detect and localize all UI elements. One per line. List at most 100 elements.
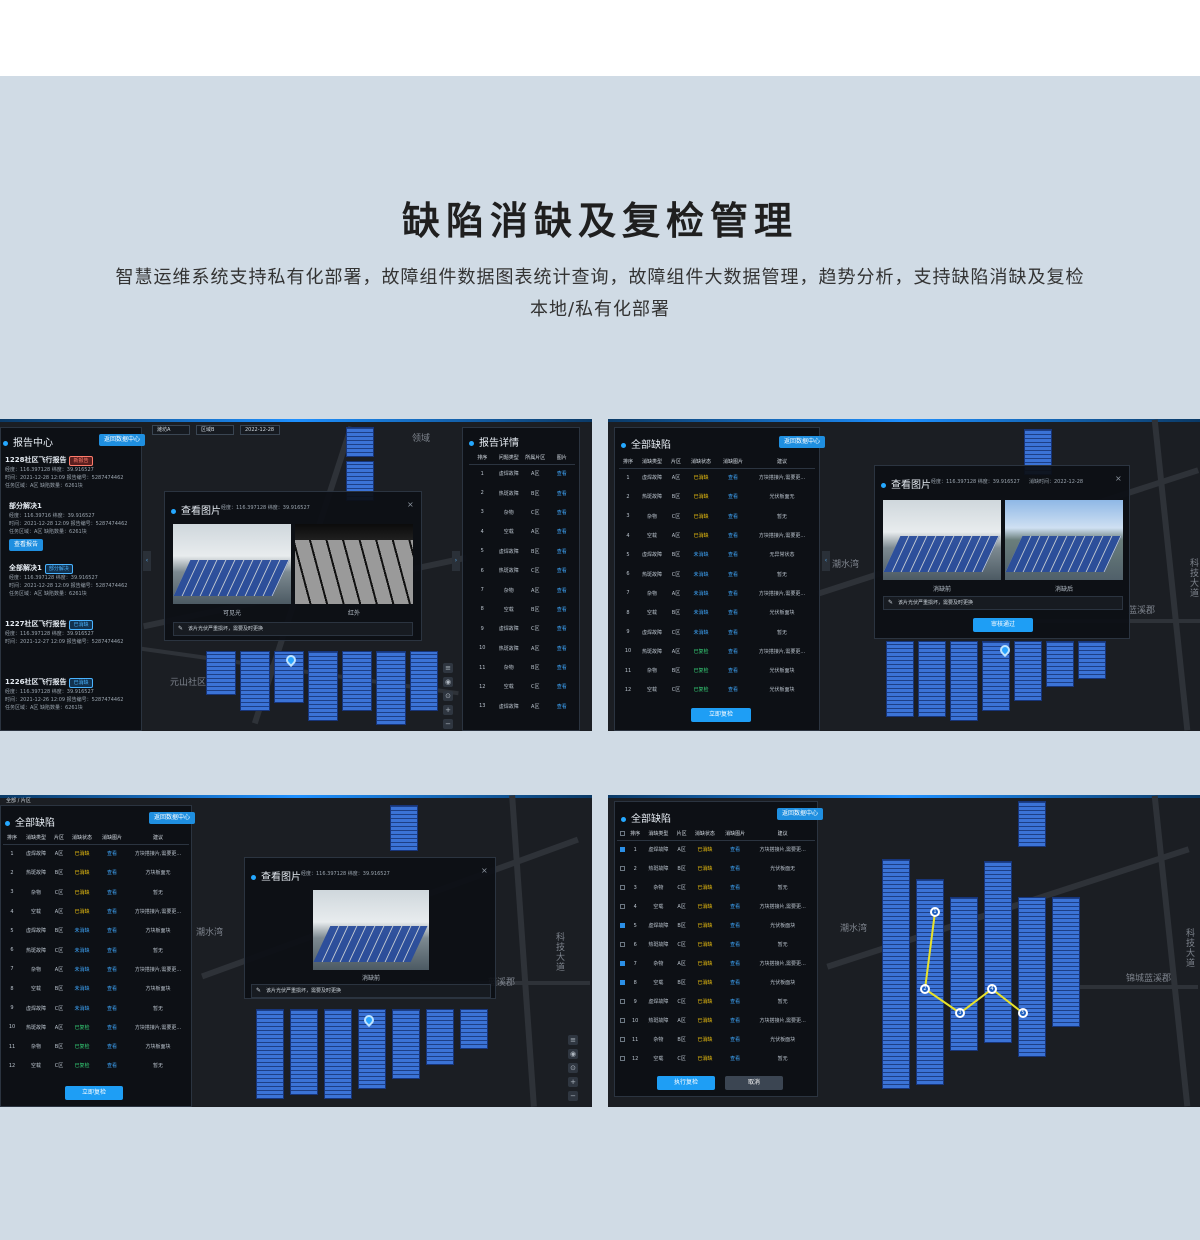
- solar-array[interactable]: [290, 1009, 318, 1095]
- solar-array[interactable]: [274, 651, 304, 703]
- view-report-button[interactable]: 查看报告: [9, 539, 44, 551]
- view-image-link[interactable]: 查看: [730, 980, 741, 986]
- view-image-link[interactable]: 查看: [727, 475, 738, 482]
- route-node-2[interactable]: 2: [920, 984, 930, 994]
- report-item[interactable]: 1226社区飞行报告已消缺 经度：116.397128 纬度：39.916527…: [5, 676, 137, 712]
- view-image-link[interactable]: 查看: [556, 509, 567, 516]
- zoom-in-icon[interactable]: +: [443, 705, 453, 715]
- view-image-link[interactable]: 查看: [106, 1005, 117, 1012]
- view-image-link[interactable]: 查看: [730, 904, 741, 910]
- row-checkbox[interactable]: [617, 1049, 627, 1068]
- solar-array[interactable]: [376, 651, 406, 725]
- solar-array[interactable]: [984, 861, 1012, 1043]
- filter-select-area[interactable]: 区域B: [196, 425, 234, 435]
- view-image-link[interactable]: 查看: [556, 529, 567, 536]
- collapse-left-icon[interactable]: ‹: [143, 551, 151, 571]
- view-image-link[interactable]: 查看: [106, 1024, 117, 1031]
- view-image-link[interactable]: 查看: [106, 909, 117, 916]
- view-image-link[interactable]: 查看: [727, 610, 738, 617]
- row-checkbox[interactable]: [617, 992, 627, 1011]
- view-image-link[interactable]: 查看: [106, 947, 117, 954]
- solar-array[interactable]: [1018, 801, 1046, 847]
- collapse-left-icon[interactable]: ‹: [822, 551, 830, 571]
- defect-photo[interactable]: [313, 890, 429, 970]
- solar-array[interactable]: [308, 651, 338, 721]
- row-checkbox[interactable]: [617, 935, 627, 954]
- solar-array[interactable]: [240, 651, 270, 711]
- row-checkbox[interactable]: [617, 878, 627, 897]
- row-checkbox[interactable]: [617, 840, 627, 859]
- view-image-link[interactable]: 查看: [106, 928, 117, 935]
- solar-array[interactable]: [918, 641, 946, 717]
- view-image-link[interactable]: 查看: [106, 870, 117, 877]
- view-image-link[interactable]: 查看: [727, 533, 738, 540]
- layer-icon[interactable]: ≡: [443, 663, 453, 673]
- route-node-3[interactable]: 3: [955, 1008, 965, 1018]
- view-image-link[interactable]: 查看: [106, 986, 117, 993]
- view-image-link[interactable]: 查看: [727, 513, 738, 520]
- solar-array[interactable]: [324, 1009, 352, 1099]
- report-item[interactable]: 1227社区飞行报告已消缺 经度：116.397128 纬度：39.916527…: [5, 618, 137, 646]
- close-icon[interactable]: ×: [1115, 474, 1122, 483]
- view-image-link[interactable]: 查看: [556, 626, 567, 633]
- view-image-link[interactable]: 查看: [730, 885, 741, 891]
- zoom-out-icon[interactable]: −: [443, 719, 453, 729]
- view-image-link[interactable]: 查看: [556, 490, 567, 497]
- infrared-photo[interactable]: [295, 524, 413, 604]
- row-checkbox[interactable]: [617, 916, 627, 935]
- cancel-button[interactable]: 取消: [725, 1076, 783, 1090]
- view-image-link[interactable]: 查看: [556, 703, 567, 710]
- recheck-now-button[interactable]: 立即复检: [691, 708, 751, 722]
- view-image-link[interactable]: 查看: [730, 866, 741, 872]
- zoom-out-icon[interactable]: −: [568, 1091, 578, 1101]
- solar-array[interactable]: [460, 1009, 488, 1049]
- solar-array[interactable]: [950, 641, 978, 721]
- view-image-link[interactable]: 查看: [106, 966, 117, 973]
- close-icon[interactable]: ×: [407, 500, 414, 509]
- view-image-link[interactable]: 查看: [730, 923, 741, 929]
- solar-array[interactable]: [342, 651, 372, 711]
- solar-array[interactable]: [410, 651, 438, 711]
- row-checkbox[interactable]: [617, 1030, 627, 1049]
- recheck-now-button[interactable]: 立即复检: [65, 1086, 123, 1100]
- view-image-link[interactable]: 查看: [730, 999, 741, 1005]
- row-checkbox[interactable]: [617, 1011, 627, 1030]
- solar-array[interactable]: [1018, 897, 1046, 1057]
- zoom-in-icon[interactable]: +: [568, 1077, 578, 1087]
- view-image-link[interactable]: 查看: [727, 648, 738, 655]
- back-to-data-center-button[interactable]: 返回数据中心: [777, 808, 824, 820]
